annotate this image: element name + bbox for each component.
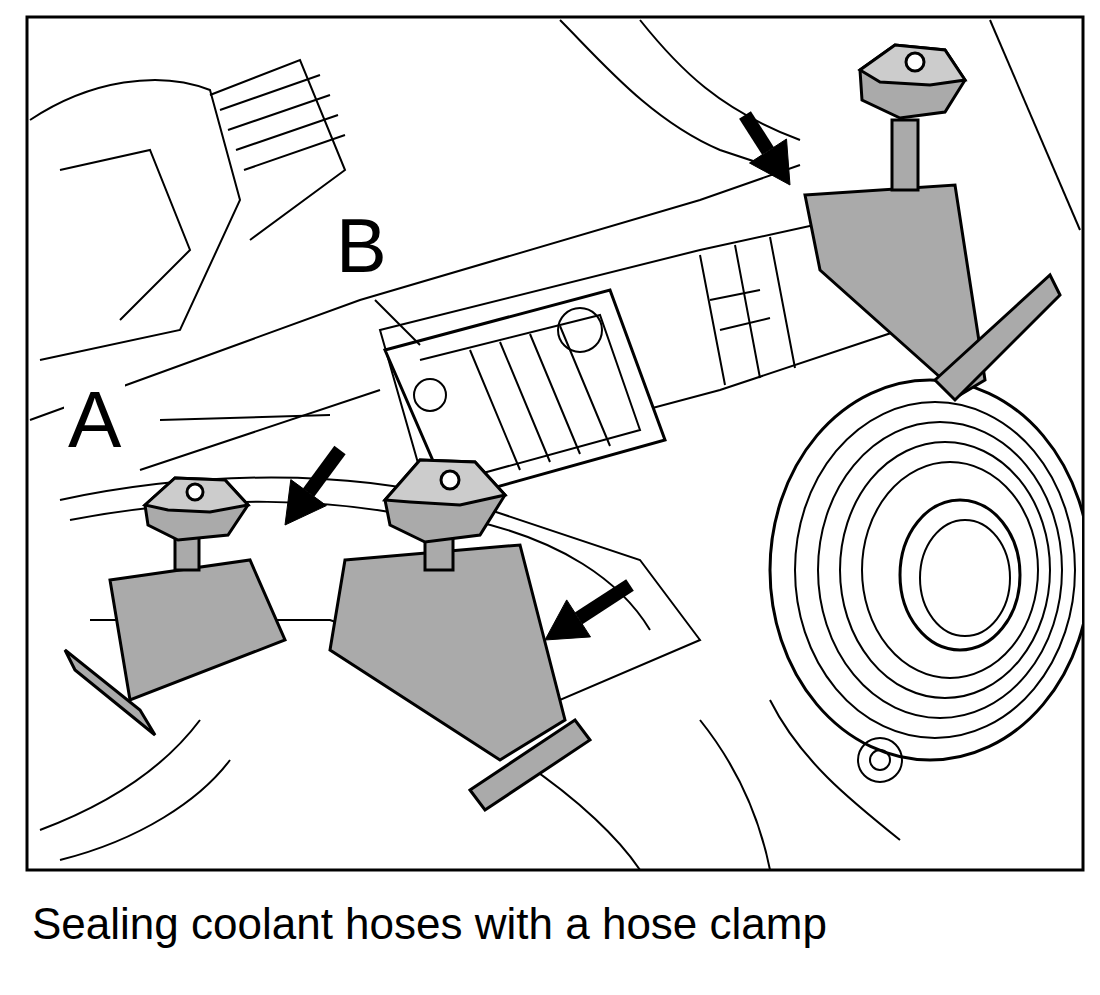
leader-line xyxy=(160,300,420,420)
hose-clamp xyxy=(65,478,285,735)
caption: Sealing coolant hoses with a hose clamp xyxy=(28,902,831,946)
part-label-holder: A xyxy=(64,380,125,460)
part-label: B xyxy=(332,208,391,284)
hose-clamp xyxy=(330,460,590,810)
part-label: A xyxy=(64,380,125,460)
hose-clamp xyxy=(805,45,1060,400)
caption-holder: Sealing coolant hoses with a hose clamp xyxy=(28,902,831,946)
engine-drawing xyxy=(30,20,1082,869)
part-label-holder: B xyxy=(332,208,391,284)
pointer-arrow xyxy=(285,115,790,640)
